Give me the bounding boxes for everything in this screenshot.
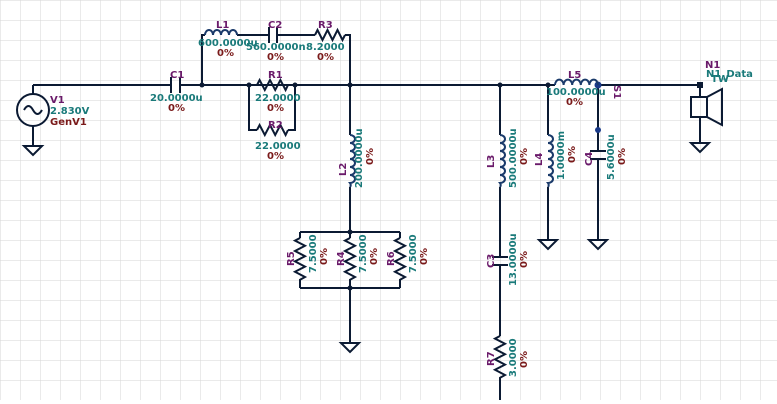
c1-value: 20.0000u	[150, 93, 203, 104]
ground-icon	[338, 342, 362, 354]
r5-value: 7.5000	[308, 234, 319, 273]
resistor-r2[interactable]: R2 22.0000 0%	[255, 120, 301, 162]
l5-value: 100.0000u	[546, 87, 606, 98]
r6-value: 7.5000	[408, 234, 419, 273]
inductor-l2[interactable]: L2 200.0000u 0%	[338, 128, 376, 188]
r3-pct: 0%	[317, 52, 334, 63]
node-s1-label: S1	[611, 85, 622, 99]
c4-name: C4	[584, 152, 595, 166]
r5-name: R5	[286, 251, 297, 266]
l2-pct: 0%	[365, 148, 376, 165]
resistor-r3[interactable]: R3 8.2000 0%	[306, 20, 346, 63]
ground-icon	[586, 239, 610, 251]
r7-value: 3.0000	[508, 338, 519, 377]
resistor-r5[interactable]: R5 7.5000 0%	[286, 234, 330, 282]
l2-name: L2	[338, 163, 349, 176]
r1-name: R1	[268, 70, 283, 81]
resistor-r7[interactable]: R7 3.0000 0%	[486, 335, 530, 382]
r2-pct: 0%	[267, 151, 284, 162]
c2-pct: 0%	[267, 52, 284, 63]
r1-pct: 0%	[267, 103, 284, 114]
v1-name: V1	[50, 95, 65, 106]
capacitor-c3[interactable]: C3 13.0000u 0%	[486, 233, 530, 286]
ground-icon	[688, 142, 712, 154]
speaker-tw[interactable]: N1 N1_Data TW	[690, 60, 753, 127]
r7-name: R7	[486, 351, 497, 366]
c3-pct: 0%	[519, 251, 530, 268]
speaker-icon	[690, 96, 708, 118]
c2-value: 560.0000n	[246, 42, 306, 53]
capacitor-c2[interactable]: C2 560.0000n 0%	[246, 20, 306, 63]
r4-pct: 0%	[369, 248, 380, 265]
r5-pct: 0%	[319, 248, 330, 265]
l3-value: 500.0000u	[508, 128, 519, 188]
speaker-data: N1_Data	[706, 69, 753, 80]
l5-name: L5	[568, 70, 581, 81]
l4-pct: 0%	[567, 146, 578, 163]
speaker-node: N1	[705, 60, 720, 71]
l4-name: L4	[534, 153, 545, 166]
l4-value: 1.0000m	[556, 131, 567, 180]
voltage-source-v1[interactable]: V1 2.830V GenV1	[16, 93, 90, 128]
c1-pct: 0%	[168, 103, 185, 114]
speaker-label: TW	[711, 74, 729, 85]
inductor-l3[interactable]: L3 500.0000u 0%	[486, 128, 530, 188]
c4-pct: 0%	[617, 148, 628, 165]
r6-pct: 0%	[419, 248, 430, 265]
l2-value: 200.0000u	[354, 128, 365, 188]
inductor-l5[interactable]: L5 100.0000u 0%	[546, 70, 606, 108]
r3-name: R3	[318, 20, 333, 31]
l1-value: 600.0000u	[198, 38, 258, 49]
c3-value: 13.0000u	[508, 233, 519, 286]
l5-pct: 0%	[566, 97, 583, 108]
r7-pct: 0%	[519, 351, 530, 368]
node-n1-marker	[697, 82, 703, 88]
ground-icon	[21, 145, 45, 157]
inductor-l4[interactable]: L4 1.0000m 0%	[534, 131, 578, 188]
l1-pct: 0%	[217, 48, 234, 59]
resistor-r6[interactable]: R6 7.5000 0%	[386, 234, 430, 282]
r4-value: 7.5000	[358, 234, 369, 273]
l3-name: L3	[486, 155, 497, 168]
r2-name: R2	[268, 120, 283, 131]
c2-name: C2	[268, 20, 282, 31]
v1-label: GenV1	[50, 117, 87, 128]
v1-value: 2.830V	[50, 106, 90, 117]
c3-name: C3	[486, 254, 497, 268]
resistor-r4[interactable]: R4 7.5000 0%	[336, 234, 380, 282]
c4-value: 5.6000u	[606, 134, 617, 180]
capacitor-c1[interactable]: C1 20.0000u 0%	[150, 70, 203, 114]
resistor-r1[interactable]: R1 22.0000 0%	[255, 70, 301, 114]
capacitor-c4[interactable]: C4 5.6000u 0%	[584, 134, 628, 180]
r3-value: 8.2000	[306, 42, 345, 53]
r1-value: 22.0000	[255, 93, 301, 104]
r6-name: R6	[386, 251, 397, 266]
l3-pct: 0%	[519, 148, 530, 165]
inductor-l1[interactable]: L1 600.0000u 0%	[198, 20, 258, 59]
ground-symbols	[21, 142, 712, 354]
l1-name: L1	[216, 20, 229, 31]
c1-name: C1	[170, 70, 184, 81]
r2-value: 22.0000	[255, 141, 301, 152]
r4-name: R4	[336, 251, 347, 266]
ground-icon	[536, 239, 560, 251]
